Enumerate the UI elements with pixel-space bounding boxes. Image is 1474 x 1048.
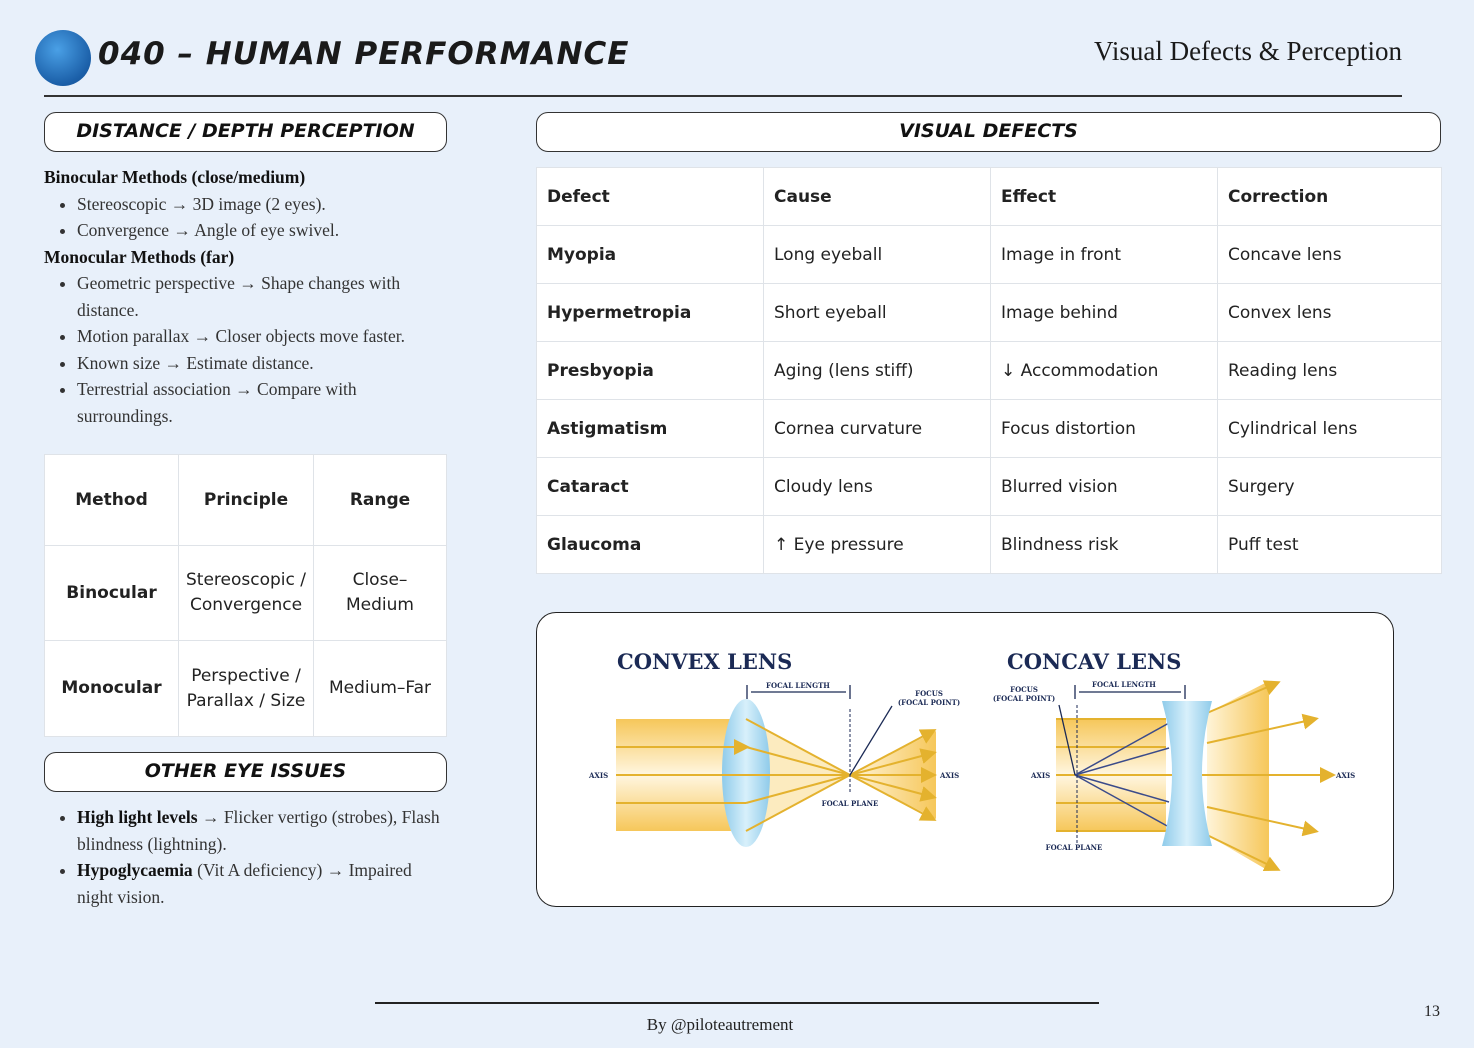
footer-divider xyxy=(375,1002,1099,1004)
focal-plane-label: FOCAL PLANE xyxy=(822,799,879,808)
header-cell: Correction xyxy=(1217,167,1442,226)
header-divider xyxy=(44,95,1402,97)
cell: Stereoscopic / Convergence xyxy=(178,545,314,641)
focal-point-label: (FOCAL POINT) xyxy=(898,698,960,707)
list-item: Geometric perspective → Shape changes wi… xyxy=(77,270,446,323)
header-cell: Method xyxy=(44,454,179,546)
other-eye-issues-list: High light levels → Flicker vertigo (str… xyxy=(44,804,446,910)
cell: Short eyeball xyxy=(763,283,991,342)
list-item: Stereoscopic → 3D image (2 eyes). xyxy=(77,191,446,218)
cell: Reading lens xyxy=(1217,341,1442,400)
cell: Aging (lens stiff) xyxy=(763,341,991,400)
convex-title: CONVEX LENS xyxy=(617,649,792,674)
item-term: High light levels xyxy=(77,807,198,827)
cell: Binocular xyxy=(44,545,179,641)
visual-defects-heading: VISUAL DEFECTS xyxy=(536,112,1441,152)
footer-credit: By @piloteautrement xyxy=(646,1015,794,1034)
axis-label: AXIS xyxy=(588,771,608,780)
cell: Close–Medium xyxy=(313,545,447,641)
cell: Image in front xyxy=(990,225,1218,284)
list-item: High light levels → Flicker vertigo (str… xyxy=(77,804,446,857)
concave-title: CONCAV LENS xyxy=(1007,649,1181,674)
axis-label: AXIS xyxy=(1030,771,1050,780)
header-cell: Principle xyxy=(178,454,314,546)
course-title: 040 – HUMAN PERFORMANCE xyxy=(98,36,630,72)
page-number: 13 xyxy=(1424,1003,1440,1020)
cell: Puff test xyxy=(1217,515,1442,574)
cell: Blindness risk xyxy=(990,515,1218,574)
header-cell: Effect xyxy=(990,167,1218,226)
focal-plane-label: FOCAL PLANE xyxy=(1046,843,1103,852)
globe-logo-icon xyxy=(35,30,91,86)
list-item: Hypoglycaemia (Vit A deficiency) → Impai… xyxy=(77,857,446,910)
monocular-title: Monocular Methods (far) xyxy=(44,246,235,267)
list-item: Known size → Estimate distance. xyxy=(77,350,446,377)
cell: Cataract xyxy=(536,457,764,516)
axis-label: AXIS xyxy=(1335,771,1355,780)
cell: Presbyopia xyxy=(536,341,764,400)
cell: ↓ Accommodation xyxy=(990,341,1218,400)
page-title: Visual Defects & Perception xyxy=(1093,36,1402,66)
concave-lens-shape xyxy=(1162,701,1212,846)
cell: Cornea curvature xyxy=(763,399,991,458)
cell: Monocular xyxy=(44,640,179,737)
item-term: Hypoglycaemia xyxy=(77,860,193,880)
depth-perception-notes: Binocular Methods (close/medium) Stereos… xyxy=(44,164,446,429)
cell: Astigmatism xyxy=(536,399,764,458)
cell: Myopia xyxy=(536,225,764,284)
binocular-title: Binocular Methods (close/medium) xyxy=(44,167,306,187)
header-cell: Defect xyxy=(536,167,764,226)
cell: Long eyeball xyxy=(763,225,991,284)
cell: Concave lens xyxy=(1217,225,1442,284)
cell: Medium–Far xyxy=(313,640,447,737)
lens-diagram-svg: CONVEX LENS FOCAL LENGTH FOCUS (FOCAL PO… xyxy=(588,649,1355,871)
depth-perception-heading: DISTANCE / DEPTH PERCEPTION xyxy=(44,112,447,152)
header-cell: Range xyxy=(313,454,447,546)
focal-length-label: FOCAL LENGTH xyxy=(1092,680,1156,689)
cell: Focus distortion xyxy=(990,399,1218,458)
cell: ↑ Eye pressure xyxy=(763,515,991,574)
item-text: → Flicker vertigo (strobes), Flash blind… xyxy=(77,807,440,854)
focus-label: FOCUS xyxy=(1010,685,1038,694)
list-item: Terrestrial association → Compare with s… xyxy=(77,376,446,429)
cell: Blurred vision xyxy=(990,457,1218,516)
cell: Hypermetropia xyxy=(536,283,764,342)
cell: Cylindrical lens xyxy=(1217,399,1442,458)
cell: Cloudy lens xyxy=(763,457,991,516)
other-eye-issues-heading: OTHER EYE ISSUES xyxy=(44,752,447,792)
convex-lens-diagram: CONVEX LENS FOCAL LENGTH FOCUS (FOCAL PO… xyxy=(588,649,960,847)
lens-diagram: CONVEX LENS FOCAL LENGTH FOCUS (FOCAL PO… xyxy=(536,612,1394,907)
item-text: (Vit A deficiency) → Impaired night visi… xyxy=(77,860,412,907)
convex-lens-shape xyxy=(722,699,770,847)
axis-label: AXIS xyxy=(939,771,959,780)
list-item: Motion parallax → Closer objects move fa… xyxy=(77,323,446,350)
cell: Image behind xyxy=(990,283,1218,342)
list-item: Convergence → Angle of eye swivel. xyxy=(77,217,446,244)
header-cell: Cause xyxy=(763,167,991,226)
focus-label: FOCUS xyxy=(915,689,943,698)
concave-lens-diagram: CONCAV LENS FOCAL LENGTH FOCUS (FOCAL PO… xyxy=(993,649,1355,871)
cell: Surgery xyxy=(1217,457,1442,516)
cell: Glaucoma xyxy=(536,515,764,574)
cell: Convex lens xyxy=(1217,283,1442,342)
cell: Perspective / Parallax / Size xyxy=(178,640,314,737)
focal-point-label: (FOCAL POINT) xyxy=(993,694,1055,703)
focal-length-label: FOCAL LENGTH xyxy=(766,681,830,690)
